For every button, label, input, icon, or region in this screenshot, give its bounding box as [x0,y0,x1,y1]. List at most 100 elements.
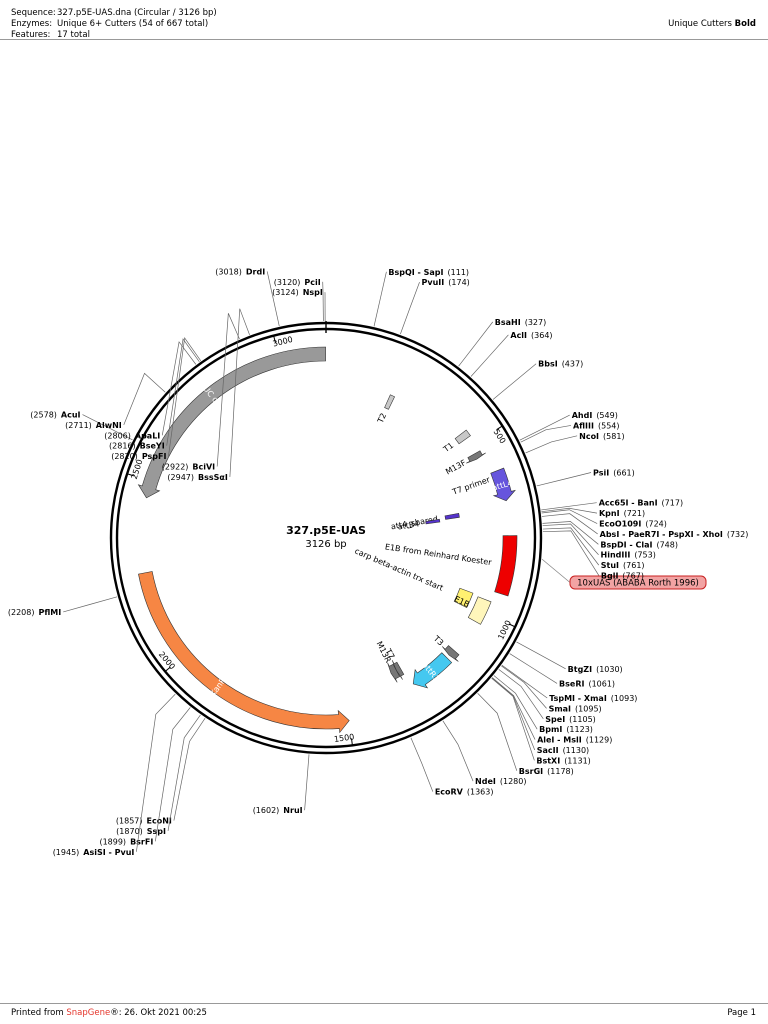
site-leader [501,665,547,709]
site-name: AleI - MslI [537,736,582,745]
site-pos: (174) [448,278,470,287]
header-info: Sequence:327.p5E-UAS.dna (Circular / 312… [11,8,217,41]
site-bbsi: BbsI(437) [492,360,583,400]
site-label: BglI(767) [601,572,644,581]
site-pos: (1945) [53,848,80,857]
legend-bold: Bold [734,19,756,29]
site-ncoi: NcoI(581) [525,432,625,454]
feature-label-attb4: attB4 [397,519,420,531]
site-leader [168,336,202,457]
site-pos: (2816) [109,442,136,451]
site-leader [166,338,200,446]
site-sacii: SacII(1130) [491,677,590,755]
site-bsrgi: BsrGI(1178) [477,692,574,776]
site-name: NdeI [475,777,496,786]
site-bpmi: BpmI(1123) [493,675,593,734]
site-alei-msli: AleI - MslI (1129) [491,677,613,745]
site-name: TspMI - XmaI [549,694,607,703]
site-name: BseYI [140,442,165,451]
site-label: BtgZI(1030) [568,665,623,674]
feature-carp-beta-actin-trx-start [453,587,474,609]
feature-att4-shared [444,512,460,520]
site-bcivi: (2922)BciVI [162,313,240,472]
ruler-tick [273,335,276,343]
site-name: PflMI [38,608,61,617]
site-label: (2208)PflMI [8,608,61,617]
site-pspfi: (2820)PspFI [111,336,202,461]
ruler-tick [126,473,134,477]
feature-attl4 [490,467,516,502]
site-name: NruI [283,806,302,815]
site-pos: (1178) [547,767,574,776]
site-name: BglI [601,572,619,581]
site-leader [509,653,558,684]
site-pos: (1130) [563,746,590,755]
site-leader [491,677,535,761]
site-name: AclI [510,331,527,340]
site-bsahi: BsaHI(327) [458,318,546,367]
site-leader [266,271,280,327]
site-pos: (2208) [8,608,35,617]
site-btgzi: BtgZI(1030) [516,641,623,674]
site-label: (1945)AsiSI - PvuI [53,848,135,857]
site-name: AlwNI [96,421,122,430]
site-name: SmaI [549,704,571,713]
center-label: 327.p5E-UAS 3126 bp [286,524,366,550]
site-pos: (3120) [274,278,301,287]
ruler-tick-label: 1500 [333,732,354,743]
site-name: Acc65I - BanI [599,499,658,508]
site-ecoo109i: EcoO109I(724) [541,509,667,529]
site-pos: (1363) [467,788,494,797]
site-label: (2816) BseYI [109,442,165,451]
site-pos: (721) [624,509,646,518]
site-name: PciI [304,278,320,287]
site-ecorv: EcoRV(1363) [410,737,494,797]
site-pos: (767) [622,572,644,581]
ruler-tick-label: 3000 [272,335,294,349]
site-pflmi: (2208)PflMI [8,596,118,617]
site-asisi-pvui: (1945)AsiSI - PvuI [53,693,176,857]
site-pos: (2711) [65,421,92,430]
legend-prefix: Unique Cutters [668,19,735,29]
site-leader [82,414,133,441]
site-label: (1899)BsrFI [99,837,153,846]
site-label: (3120)PciI [274,278,321,287]
site-pos: (1129) [586,736,613,745]
enzymes-row: Enzymes: Unique 6+ Cutters (54 of 667 tot… [11,19,217,30]
site-spei: SpeI(1105) [498,669,596,724]
site-leader [173,718,206,821]
site-pos: (3018) [215,267,242,276]
site-ndei: NdeI(1280) [442,720,526,786]
feature-label-t7-primer: T7 primer [450,475,491,497]
site-pos: (2578) [30,411,57,420]
site-label: BbsI(437) [538,360,583,369]
feature-e1b [467,596,492,625]
features-value: 17 total [57,30,90,40]
feature-label-t1: T1 [441,441,455,455]
site-label: TspMI - XmaI(1093) [549,694,637,703]
enzymes-label: Enzymes: [11,19,53,29]
site-leader [542,530,600,576]
site-leader [400,282,420,335]
site-label: (2806)ApaLI [104,431,160,440]
print-date: : 26. Okt 2021 00:25 [118,1008,207,1018]
features-label: Features: [11,30,51,40]
site-label: AclI(364) [510,331,552,340]
site-pos: (1602) [253,806,280,815]
site-kpni: KpnI(721) [541,507,646,518]
site-acc65i-bani: Acc65I - BanI(717) [541,499,683,511]
site-pos: (2922) [162,463,189,472]
site-leader [161,341,197,436]
site-bseri: BseRI(1061) [509,653,615,688]
site-leader [442,720,474,782]
feature-label-t3: T3 [431,633,445,647]
site-leader [498,669,544,719]
site-name: EcoRV [435,788,464,797]
site-leader [491,677,536,751]
site-name: PsiI [593,469,609,478]
enzymes-value: Unique 6+ Cutters (54 of 667 total) [57,19,209,29]
site-label: Acc65I - BanI(717) [599,499,683,508]
site-name: BsaHI [495,318,521,327]
backbone-inner [115,327,537,749]
feature-t1 [454,429,471,445]
